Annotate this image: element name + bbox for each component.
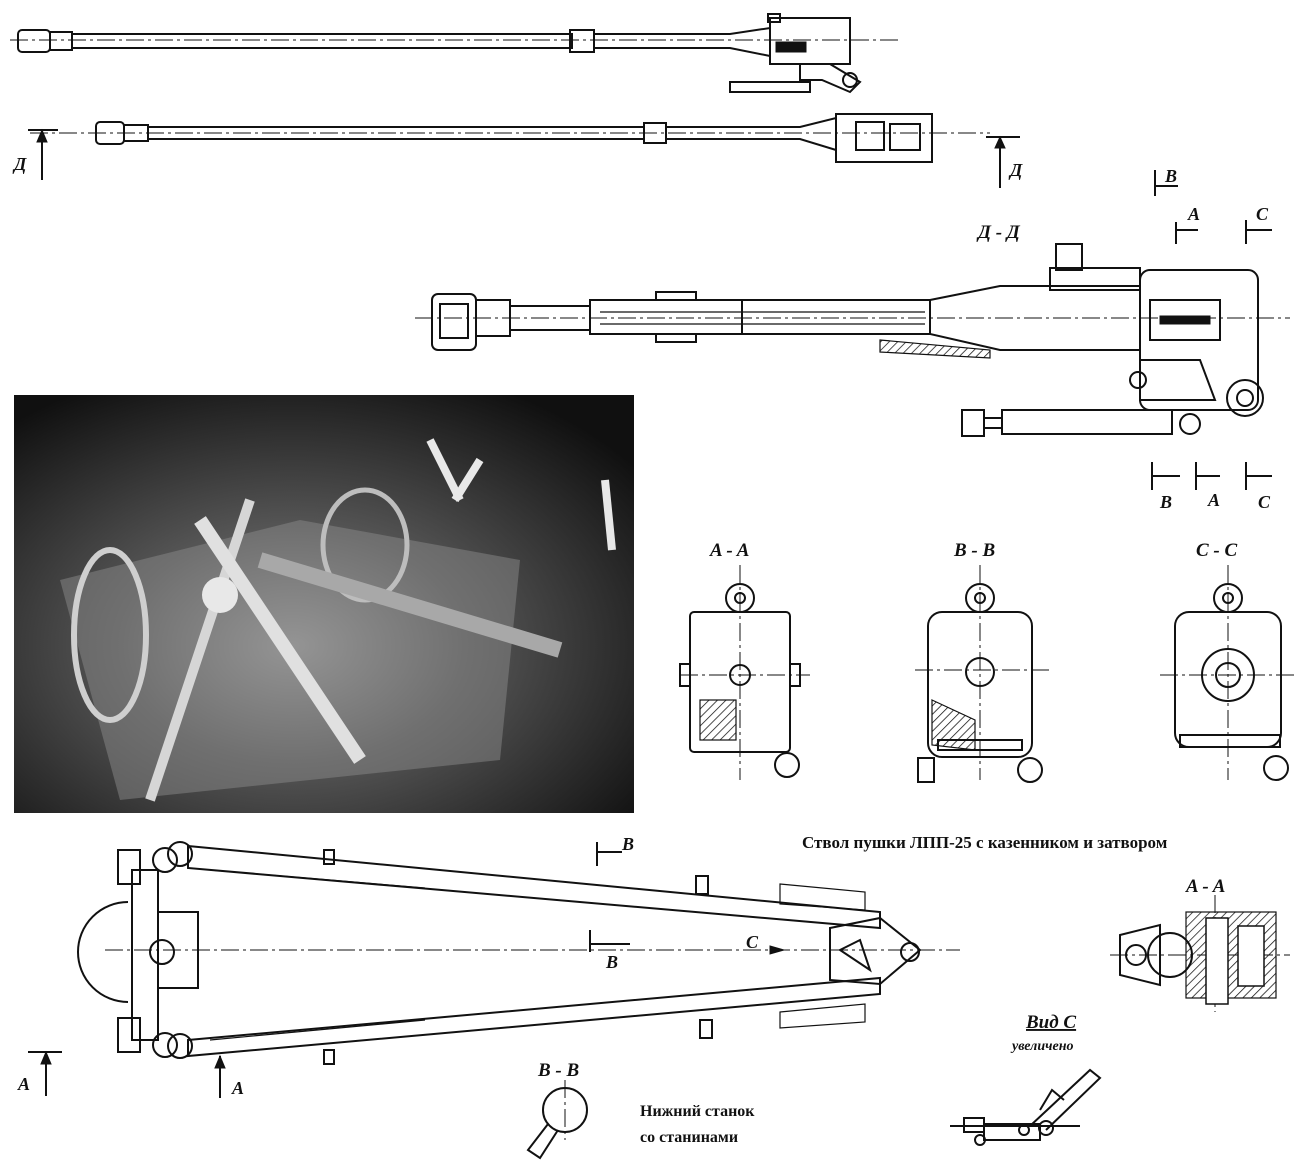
carriage-caption-line2: со станинами xyxy=(640,1129,738,1146)
carriage-mark-b-top: B xyxy=(621,834,634,854)
carriage-mark-b-bottom: B xyxy=(605,952,618,972)
view-c-note: увеличено xyxy=(1010,1039,1073,1054)
section-mark-c-top: C xyxy=(1256,204,1269,224)
view-c-detail: Вид С увеличено xyxy=(950,1012,1102,1146)
barrel-plan-view: Д Д xyxy=(12,113,1023,188)
barrel-side-view xyxy=(10,13,900,94)
trail-section-aa-label: A - A xyxy=(1185,876,1225,897)
cross-section-bb-label: B - B xyxy=(953,540,995,561)
cross-section-aa: A - A xyxy=(679,540,810,780)
lower-carriage-plan: B B C A A xyxy=(17,834,960,1098)
trail-section-aa: A - A xyxy=(1110,876,1290,1012)
section-mark-a-top: A xyxy=(1187,204,1200,224)
section-mark-a-bottom: A xyxy=(1207,490,1220,510)
cross-section-cc: C - C xyxy=(1160,540,1295,781)
cross-section-bb: B - B xyxy=(915,540,1050,783)
cross-section-aa-label: A - A xyxy=(709,540,749,561)
section-mark-b-bottom: B xyxy=(1159,492,1172,512)
trail-section-bb-label: B - B xyxy=(537,1060,579,1081)
drawing-title: Ствол пушки ЛПП-25 с казенником и затвор… xyxy=(802,833,1168,852)
carriage-mark-a-left: A xyxy=(17,1074,30,1094)
carriage-mark-a-right: A xyxy=(231,1078,244,1098)
section-dd-view: Д - Д B A C xyxy=(415,166,1290,512)
section-mark-b-top: B xyxy=(1164,166,1177,186)
view-c-label: Вид С xyxy=(1025,1012,1076,1033)
section-mark-d-right: Д xyxy=(1008,160,1023,180)
section-dd-label: Д - Д xyxy=(976,222,1021,243)
carriage-caption-line1: Нижний станок xyxy=(640,1103,755,1120)
section-mark-c-bottom: C xyxy=(1258,492,1271,512)
cross-section-cc-label: C - C xyxy=(1196,540,1238,561)
trail-section-bb: B - B xyxy=(526,1060,588,1160)
gun-photo xyxy=(14,395,634,813)
carriage-mark-c: C xyxy=(746,932,759,952)
section-mark-d-left: Д xyxy=(12,154,27,174)
